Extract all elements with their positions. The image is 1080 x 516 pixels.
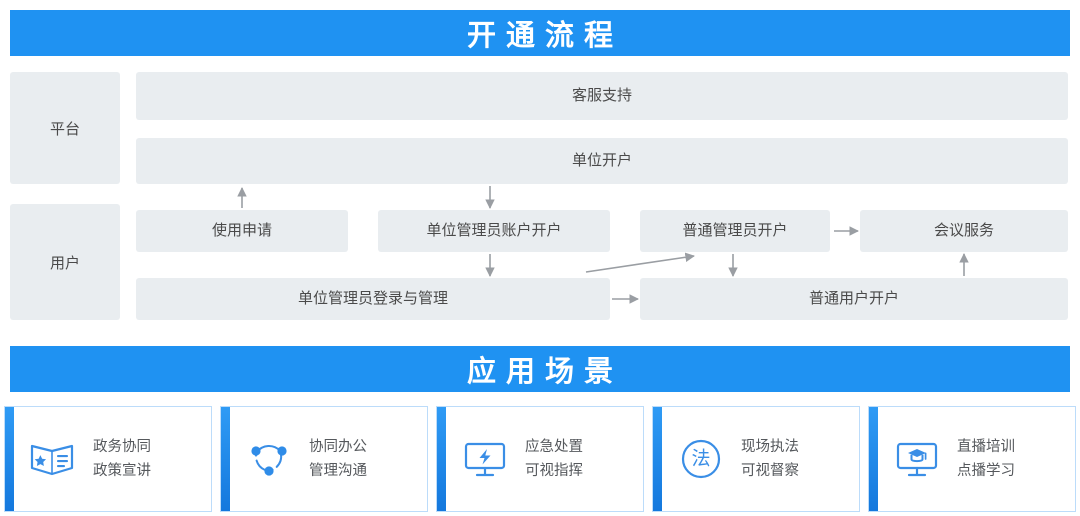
card-text-block: 现场执法 可视督察 bbox=[741, 438, 799, 479]
section-header-scenarios: 应用场景 bbox=[10, 346, 1070, 392]
flow-box-normal-user-opening[interactable]: 普通用户开户 bbox=[640, 278, 1068, 320]
card-text-block: 应急处置 可视指挥 bbox=[525, 438, 583, 479]
card-accent-bar bbox=[869, 407, 878, 511]
card-text-block: 政务协同 政策宣讲 bbox=[93, 438, 151, 479]
flow-box-normal-admin-opening[interactable]: 普通管理员开户 bbox=[640, 210, 830, 252]
flow-box-meeting-service[interactable]: 会议服务 bbox=[860, 210, 1068, 252]
card-line-1: 直播培训 bbox=[957, 439, 1015, 456]
card-line-2: 点播学习 bbox=[957, 462, 1015, 479]
card-accent-bar bbox=[221, 407, 230, 511]
card-accent-bar bbox=[437, 407, 446, 511]
section-header-flow: 开通流程 bbox=[10, 10, 1070, 56]
scenario-card-live-training[interactable]: 直播培训 点播学习 bbox=[868, 406, 1076, 512]
monitor-graduation-icon bbox=[891, 436, 943, 482]
flow-box-unit-admin-login[interactable]: 单位管理员登录与管理 bbox=[136, 278, 610, 320]
law-circle-icon: 法 bbox=[675, 436, 727, 482]
scenario-card-list: 政务协同 政策宣讲 协同办公 管理沟通 bbox=[4, 406, 1076, 512]
scenario-card-collaborative-office[interactable]: 协同办公 管理沟通 bbox=[220, 406, 428, 512]
card-line-2: 可视督察 bbox=[741, 462, 799, 479]
card-line-2: 管理沟通 bbox=[309, 462, 367, 479]
arrow-unitlogin-to-normaladmin bbox=[585, 252, 695, 273]
card-line-1: 应急处置 bbox=[525, 439, 583, 456]
book-star-icon bbox=[27, 436, 79, 482]
card-accent-bar bbox=[653, 407, 662, 511]
card-text-block: 协同办公 管理沟通 bbox=[309, 438, 367, 479]
network-nodes-icon bbox=[243, 436, 295, 482]
card-text-block: 直播培训 点播学习 bbox=[957, 438, 1015, 479]
card-line-2: 可视指挥 bbox=[525, 462, 583, 479]
flow-box-unit-account-opening[interactable]: 单位开户 bbox=[136, 138, 1068, 184]
monitor-bolt-icon bbox=[459, 436, 511, 482]
card-line-1: 协同办公 bbox=[309, 439, 367, 456]
card-line-1: 现场执法 bbox=[741, 439, 799, 456]
law-glyph: 法 bbox=[691, 448, 710, 470]
flow-box-usage-application[interactable]: 使用申请 bbox=[136, 210, 348, 252]
flow-box-customer-support[interactable]: 客服支持 bbox=[136, 72, 1068, 120]
flow-diagram: 平台 用户 客服支持 单位开户 使用申请 单位管理员账户开户 普通管理员开户 会… bbox=[0, 66, 1080, 328]
card-line-2: 政策宣讲 bbox=[93, 462, 151, 479]
flow-box-unit-admin-account[interactable]: 单位管理员账户开户 bbox=[378, 210, 610, 252]
scenario-card-emergency-response[interactable]: 应急处置 可视指挥 bbox=[436, 406, 644, 512]
scenario-card-government-collaboration[interactable]: 政务协同 政策宣讲 bbox=[4, 406, 212, 512]
card-accent-bar bbox=[5, 407, 14, 511]
card-line-1: 政务协同 bbox=[93, 439, 151, 456]
lane-label-user: 用户 bbox=[10, 204, 120, 320]
scenario-card-field-law-enforcement[interactable]: 法 现场执法 可视督察 bbox=[652, 406, 860, 512]
lane-label-platform: 平台 bbox=[10, 72, 120, 184]
